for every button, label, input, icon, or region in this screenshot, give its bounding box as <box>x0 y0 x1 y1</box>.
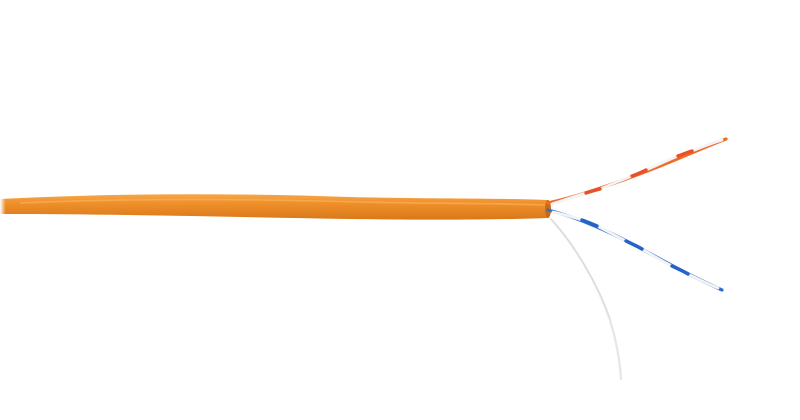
cable-jacket-highlight <box>19 198 546 206</box>
white-ripcord <box>549 217 623 381</box>
blue-twisted-pair <box>546 208 724 292</box>
white-ripcord-shadow <box>550 218 612 322</box>
left-fade <box>0 185 70 225</box>
cable-jacket <box>0 194 548 220</box>
orange-twisted-pair <box>546 137 728 206</box>
